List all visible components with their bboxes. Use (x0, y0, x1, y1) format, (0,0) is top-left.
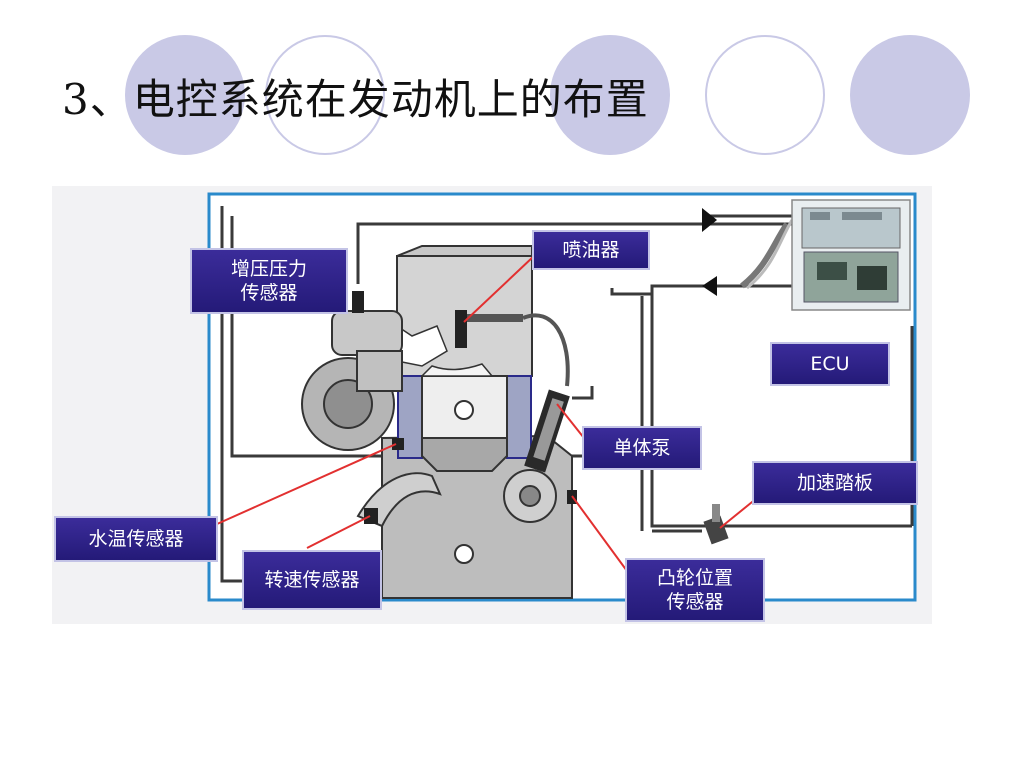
label-cam-position-sensor: 凸轮位置 传感器 (625, 558, 765, 622)
label-boost-line2: 传感器 (240, 282, 298, 304)
label-boost-line1: 增压压力 (230, 258, 307, 280)
flywheel-part (356, 472, 442, 528)
label-accelerator-pedal: 加速踏板 (752, 461, 918, 505)
label-unit-pump: 单体泵 (582, 426, 702, 470)
label-cam-line1: 凸轮位置 (656, 567, 733, 589)
pointer-cam (571, 495, 628, 572)
label-cam-line2: 传感器 (666, 591, 724, 613)
coolant-temp-sensor-part (392, 438, 404, 450)
slide-title: 3、电控系统在发动机上的布置 (62, 75, 649, 124)
label-accelerator-pedal-text: 加速踏板 (796, 472, 873, 494)
label-injector: 喷油器 (532, 230, 650, 270)
decor-circle-5 (850, 35, 970, 155)
pointer-injector (463, 255, 535, 323)
engine-control-diagram: 增压压力 传感器 喷油器 ECU 单体泵 加速踏板 水温传感器 转速传感器 凸轮… (52, 186, 932, 624)
label-ecu: ECU (770, 342, 890, 386)
decor-circle-1 (125, 35, 245, 155)
unit-pump-part (524, 389, 570, 473)
label-unit-pump-text: 单体泵 (613, 437, 671, 459)
turbocharger (301, 310, 403, 451)
decor-circle-4 (705, 35, 825, 155)
label-speed-sensor-text: 转速传感器 (264, 569, 360, 591)
decor-circle-3 (550, 35, 670, 155)
pointer-unit-pump (556, 403, 585, 439)
pointer-lines (216, 255, 758, 572)
ecu-module (791, 199, 911, 311)
label-coolant-temp-text: 水温传感器 (88, 528, 184, 550)
pointer-coolant (216, 443, 397, 525)
boost-pressure-sensor-part (352, 291, 364, 313)
label-boost-pressure-sensor: 增压压力 传感器 (190, 248, 348, 314)
decor-circle-2 (265, 35, 385, 155)
label-injector-text: 喷油器 (562, 239, 620, 261)
signal-arrow-left (702, 276, 717, 296)
label-coolant-temp-sensor: 水温传感器 (54, 516, 218, 562)
injector-part (455, 310, 570, 387)
pointer-pedal (719, 497, 758, 529)
label-speed-sensor: 转速传感器 (242, 550, 382, 610)
accelerator-pedal-part (703, 504, 729, 545)
label-ecu-text: ECU (810, 353, 850, 375)
pointer-speed (306, 515, 371, 549)
signal-arrow-right (702, 208, 717, 232)
